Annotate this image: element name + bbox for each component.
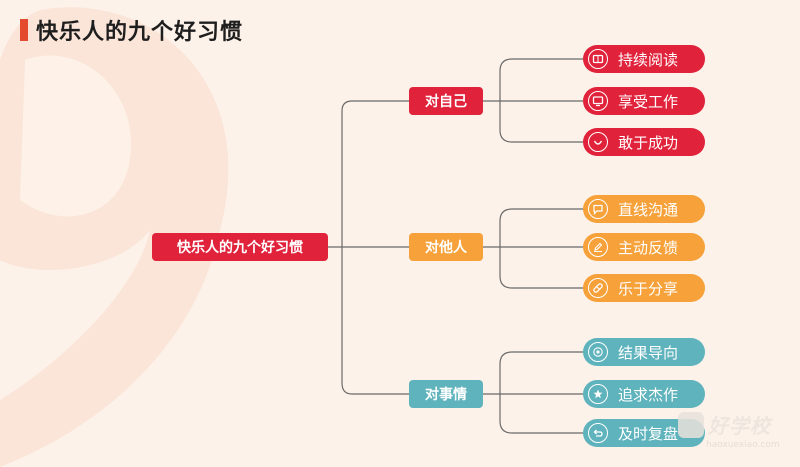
watermark-logo-icon	[678, 411, 704, 438]
leaf-pursue-masterpiece: 追求杰作	[583, 380, 705, 408]
title-accent-bar	[20, 19, 28, 41]
target-icon	[588, 342, 608, 362]
leaf-label: 结果导向	[618, 343, 679, 362]
leaf-label: 直线沟通	[618, 200, 679, 219]
leaf-label: 持续阅读	[618, 50, 679, 69]
category-things: 对事情	[409, 380, 483, 408]
root-node: 快乐人的九个好习惯	[152, 233, 328, 261]
smile-icon	[588, 132, 608, 152]
page-title: 快乐人的九个好习惯	[36, 20, 244, 45]
leaf-enjoy-work: 享受工作	[583, 87, 705, 115]
watermark-site: haoxuexiao.com	[706, 440, 780, 450]
leaf-continuous-reading: 持续阅读	[583, 45, 705, 73]
title-area: 快乐人的九个好习惯	[20, 14, 243, 46]
watermark: 好学校	[678, 410, 771, 439]
leaf-label: 追求杰作	[618, 385, 679, 404]
pill-icon	[588, 278, 608, 298]
category-others: 对他人	[409, 233, 483, 261]
chat-icon	[588, 199, 608, 219]
monitor-icon	[588, 91, 608, 111]
book-icon	[588, 49, 608, 69]
leaf-label: 乐于分享	[618, 279, 679, 298]
leaf-dare-to-succeed: 敢于成功	[583, 128, 705, 156]
leaf-label: 享受工作	[618, 92, 679, 111]
leaf-label: 及时复盘	[618, 424, 679, 443]
leaf-label: 主动反馈	[618, 238, 679, 257]
leaf-result-oriented: 结果导向	[583, 338, 705, 366]
pen-icon	[588, 237, 608, 257]
category-self: 对自己	[409, 87, 483, 115]
undo-icon	[588, 423, 608, 443]
star-icon	[588, 384, 608, 404]
leaf-willing-to-share: 乐于分享	[583, 274, 705, 302]
watermark-brand: 好学校	[708, 414, 771, 438]
leaf-direct-communication: 直线沟通	[583, 195, 705, 223]
leaf-label: 敢于成功	[618, 133, 679, 152]
leaf-active-feedback: 主动反馈	[583, 233, 705, 261]
